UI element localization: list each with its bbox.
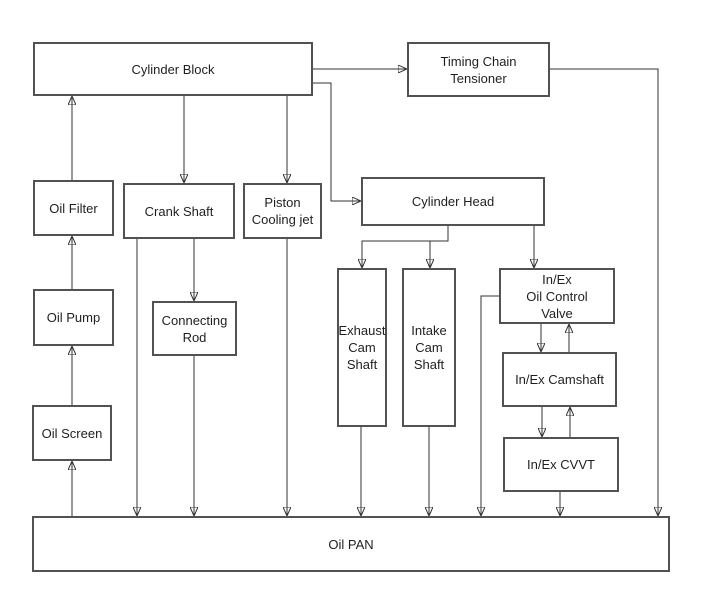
node-timing-chain-tensioner: Timing Chain Tensioner: [407, 42, 550, 97]
node-intake-cam-shaft: Intake Cam Shaft: [402, 268, 456, 427]
node-oil-pump: Oil Pump: [33, 289, 114, 346]
edge-timing-chain-tensioner-to-oil-pan: [550, 68, 658, 516]
node-connecting-rod: Connecting Rod: [152, 301, 237, 356]
node-piston-cooling-jet: Piston Cooling jet: [243, 183, 322, 239]
node-inex-oil-control-valve: In/Ex Oil Control Valve: [499, 268, 615, 324]
node-exhaust-cam-shaft: Exhaust Cam Shaft: [337, 268, 387, 427]
edge-cylinder-block-to-cylinder-head: [313, 82, 361, 201]
node-oil-filter: Oil Filter: [33, 180, 114, 236]
node-cylinder-head: Cylinder Head: [361, 177, 545, 226]
node-inex-camshaft: In/Ex Camshaft: [502, 352, 617, 407]
node-oil-screen: Oil Screen: [32, 405, 112, 461]
node-oil-pan: Oil PAN: [32, 516, 670, 572]
edge-oil-control-valve-to-oil-pan: [481, 295, 499, 516]
node-inex-cvvt: In/Ex CVVT: [503, 437, 619, 492]
node-crank-shaft: Crank Shaft: [123, 183, 235, 239]
edge-cylinder-head-to-exhaust-cam-shaft: [362, 226, 449, 268]
node-cylinder-block: Cylinder Block: [33, 42, 313, 96]
